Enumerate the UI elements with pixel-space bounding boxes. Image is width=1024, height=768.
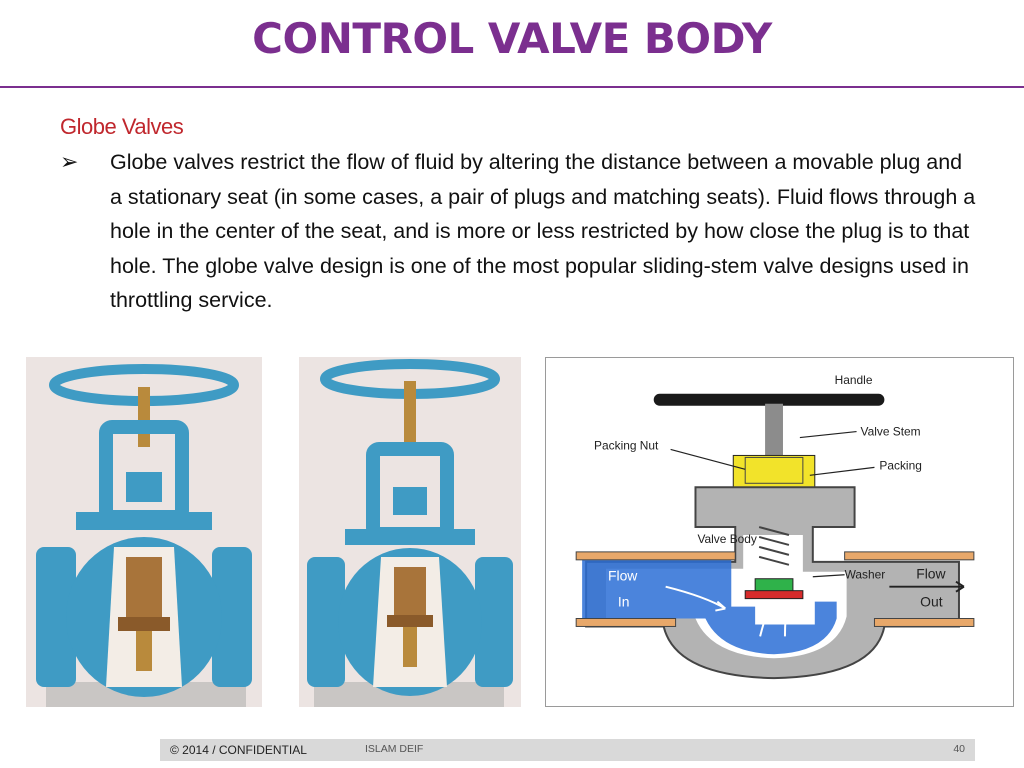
label-valve-body: Valve Body xyxy=(697,532,756,546)
bullet-paragraph: Globe valves restrict the flow of fluid … xyxy=(110,150,976,312)
label-flow-out-1: Flow xyxy=(916,566,946,582)
label-packing: Packing xyxy=(879,458,921,472)
globe-valve-photo-side xyxy=(299,357,521,707)
slide-footer: © 2014 / CONFIDENTIAL ISLAM DEIF 40 xyxy=(160,739,975,761)
footer-copyright: © 2014 / CONFIDENTIAL xyxy=(170,743,307,757)
label-flow-in-2: In xyxy=(618,594,630,610)
footer-page-number: 40 xyxy=(953,743,965,755)
footer-author: ISLAM DEIF xyxy=(365,743,424,755)
slide-title: CONTROL VALVE BODY xyxy=(252,14,772,63)
globe-valve-photo-front xyxy=(26,357,262,707)
label-flow-in-1: Flow xyxy=(608,568,638,584)
label-handle: Handle xyxy=(835,373,873,387)
section-heading: Globe Valves xyxy=(60,114,184,139)
label-valve-stem: Valve Stem xyxy=(861,425,921,439)
bullet-arrow-icon: ➢ xyxy=(60,149,79,174)
globe-valve-diagram: Handle Valve Stem Packing Nut Packing Va… xyxy=(545,357,1014,707)
label-flow-out-2: Out xyxy=(920,594,943,610)
label-packing-nut: Packing Nut xyxy=(594,438,659,452)
title-divider xyxy=(0,86,1024,88)
label-washer: Washer xyxy=(845,568,886,582)
